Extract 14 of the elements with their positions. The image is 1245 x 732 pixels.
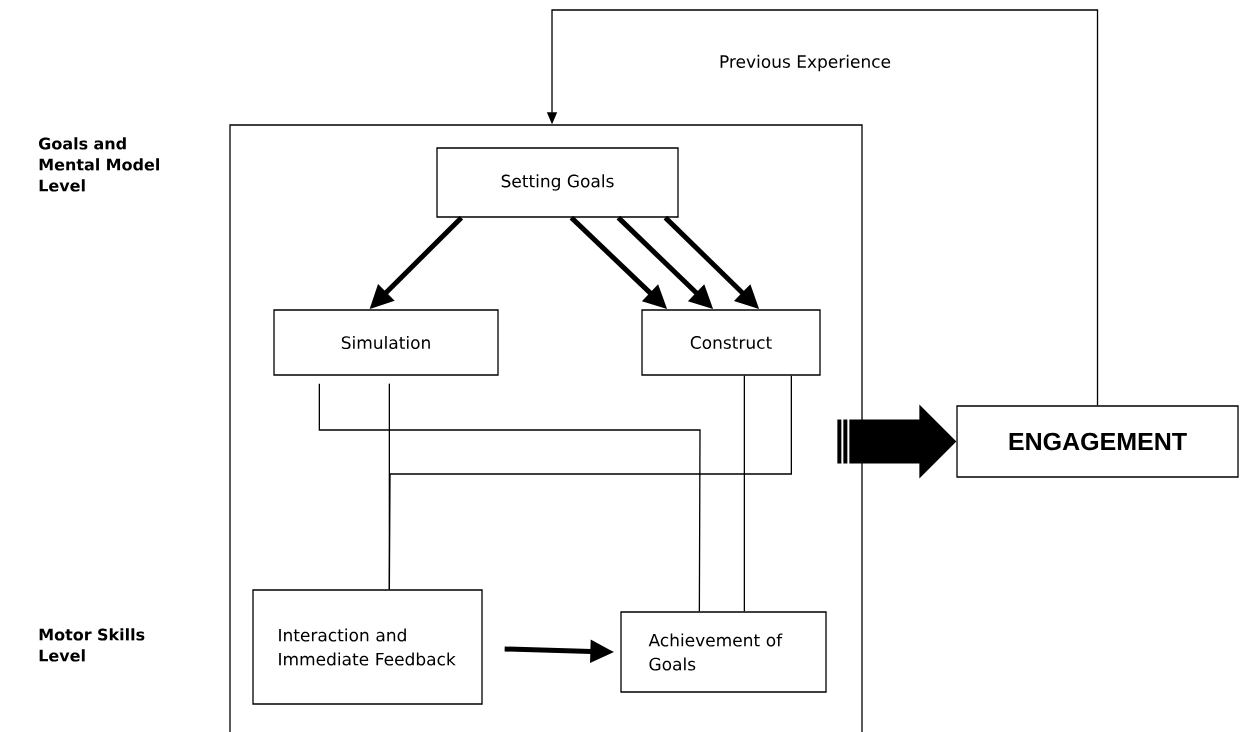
connector-line (388, 375, 792, 590)
frame-box (229, 124, 863, 732)
level-label: Motor Skills Level (39, 628, 145, 662)
process-box: Interaction and Immediate Feedback (252, 589, 483, 705)
block-arrow (837, 404, 957, 479)
connector-line (318, 383, 701, 612)
process-box: Setting Goals (436, 147, 679, 218)
level-label: Goals and Mental Model Level (39, 137, 159, 192)
process-box: Construct (641, 309, 821, 376)
process-box: Simulation (273, 309, 499, 376)
connector-line (743, 375, 745, 612)
edge-label: Previous Experience (717, 52, 894, 74)
process-box: Achievement of Goals (620, 611, 827, 693)
result-box: ENGAGEMENT (956, 405, 1239, 478)
